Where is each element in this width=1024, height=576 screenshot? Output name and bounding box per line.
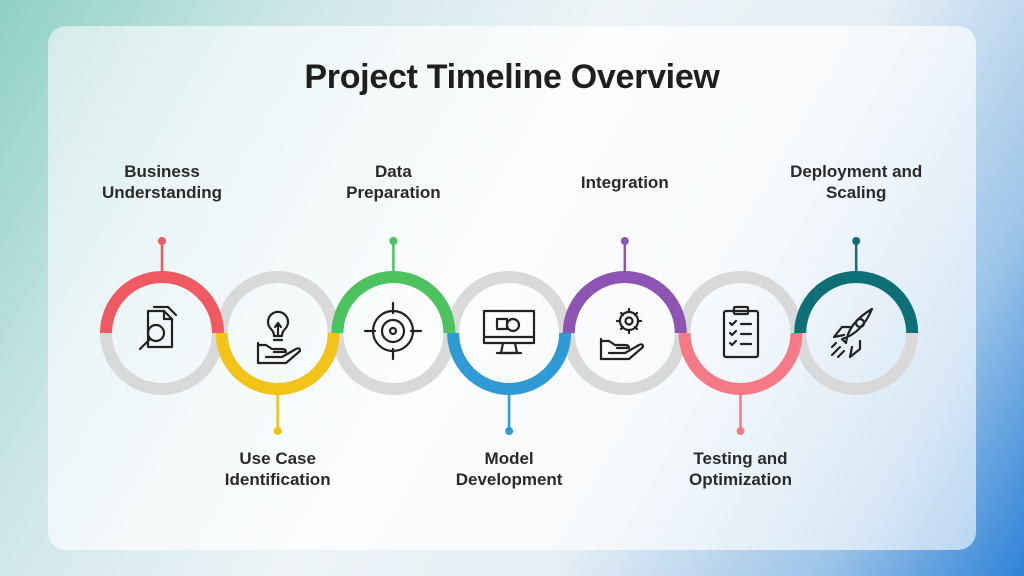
clipboard-checklist-icon <box>722 305 760 359</box>
step-dot <box>505 427 514 435</box>
step-label: Model Development <box>455 449 563 489</box>
page-title: Project Timeline Overview <box>304 58 720 96</box>
step-label: Business Understanding <box>102 162 222 202</box>
step-arc <box>562 271 687 334</box>
step-dot <box>273 427 282 435</box>
lightbulb-hand-icon <box>256 310 302 365</box>
step-arc <box>100 271 224 334</box>
target-icon <box>363 301 423 361</box>
step-arc <box>447 332 572 395</box>
monitor-chart-icon <box>482 309 536 355</box>
step-label: Data Preparation <box>346 162 441 202</box>
step-arc <box>331 271 456 334</box>
step-dot <box>620 237 629 245</box>
step-dot <box>852 237 861 245</box>
step-label: Testing and Optimization <box>689 449 792 489</box>
step-dot <box>389 237 398 245</box>
rocket-icon <box>830 307 874 359</box>
step-label: Use Case Identification <box>224 449 331 489</box>
gear-hand-icon <box>599 307 645 361</box>
step-label: Integration <box>580 173 669 192</box>
step-arc <box>215 332 340 395</box>
step-dot <box>736 427 745 435</box>
step-dot <box>158 237 166 245</box>
step-arc <box>678 332 803 395</box>
step-arc <box>794 271 919 334</box>
step-label: Deployment and Scaling <box>790 162 923 202</box>
document-search-icon <box>138 305 178 351</box>
